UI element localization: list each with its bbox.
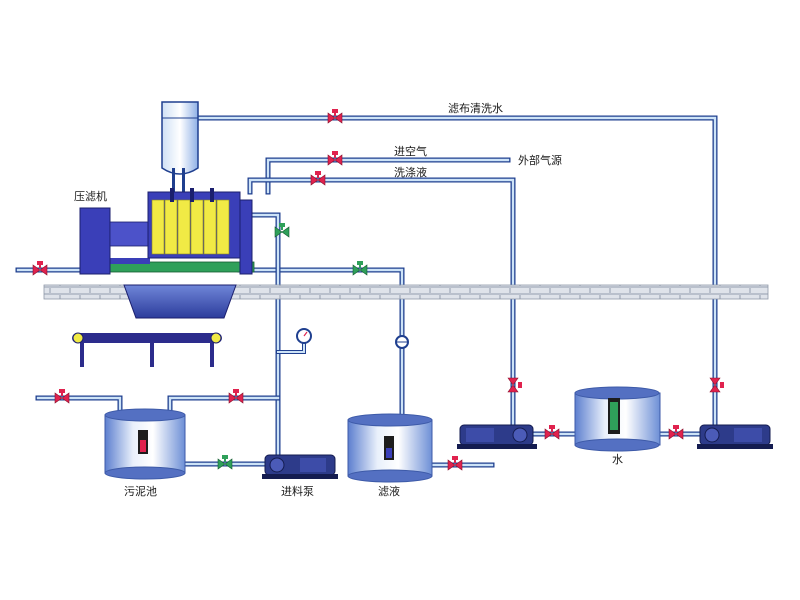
label-sludge-tank: 污泥池 <box>124 485 157 498</box>
label-filter-cloth-wash-water: 滤布清洗水 <box>448 102 503 115</box>
valve-icon-tank-outlet[interactable] <box>217 454 233 470</box>
flow-meter-icon <box>395 335 409 349</box>
feed-pump <box>262 454 338 479</box>
valve-icon-left-inlet[interactable] <box>32 260 48 276</box>
valve-icon-return[interactable] <box>228 388 244 404</box>
wash-pump-left <box>457 424 537 449</box>
valve-icon-wash-liquid[interactable] <box>310 170 326 186</box>
label-filter-press: 压滤机 <box>74 189 107 203</box>
valve-icon-filtrate-drain[interactable] <box>447 455 463 471</box>
valve-icon-pump-left[interactable] <box>544 424 560 440</box>
label-wash-liquid: 洗涤液 <box>394 165 427 179</box>
wash-water-tank <box>161 101 199 192</box>
valve-icon-filtrate[interactable] <box>352 260 368 276</box>
label-external-air-source: 外部气源 <box>518 153 562 167</box>
pipe-inlet-air <box>265 157 511 195</box>
pipe-network <box>15 115 718 468</box>
pipe-return-sludge <box>167 395 281 418</box>
label-inlet-air: 进空气 <box>394 144 427 158</box>
valve-icon-pump-right[interactable] <box>668 424 684 440</box>
filtrate-tank <box>347 413 433 483</box>
valve-icon-wash-water[interactable] <box>327 108 343 124</box>
valve-icon-inlet-air[interactable] <box>327 150 343 166</box>
label-water: 水 <box>612 453 623 466</box>
valve-icon-sludge-inlet[interactable] <box>54 388 70 404</box>
filter-press <box>79 188 255 319</box>
wash-pump-right <box>697 424 773 449</box>
filter-plates <box>151 188 230 255</box>
pressure-gauge-icon <box>296 328 312 344</box>
sludge-hopper <box>123 284 237 319</box>
water-tank <box>574 386 661 452</box>
belt-conveyor <box>72 332 222 367</box>
label-feed-pump: 进料泵 <box>281 484 314 498</box>
pipe-gauge-branch <box>276 340 306 354</box>
sludge-tank <box>104 408 186 480</box>
label-filtrate: 滤液 <box>378 484 400 498</box>
